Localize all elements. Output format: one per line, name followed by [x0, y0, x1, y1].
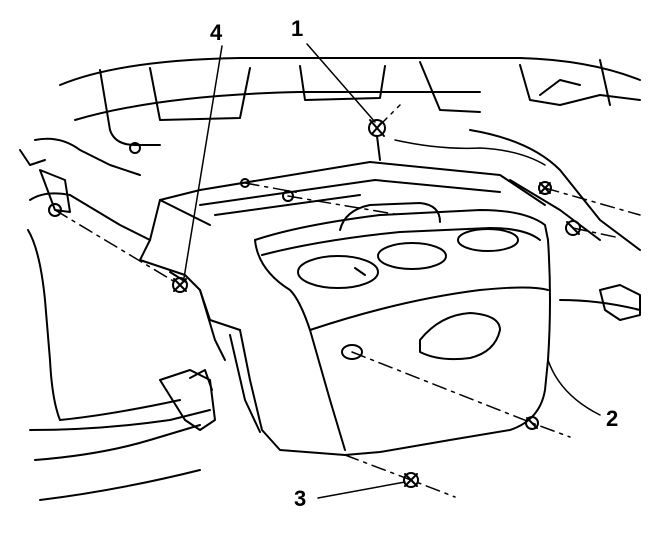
- callout-2: 2: [606, 406, 619, 431]
- leader-lines: [183, 43, 601, 499]
- fastener-centerlines: [54, 104, 641, 498]
- vehicle-interior-background: [19, 57, 641, 501]
- callout-4: 4: [210, 20, 223, 45]
- bolt-1: [368, 119, 386, 161]
- callout-1: 1: [291, 16, 304, 41]
- callout-3: 3: [294, 486, 307, 511]
- floor-console-assembly: [139, 161, 551, 456]
